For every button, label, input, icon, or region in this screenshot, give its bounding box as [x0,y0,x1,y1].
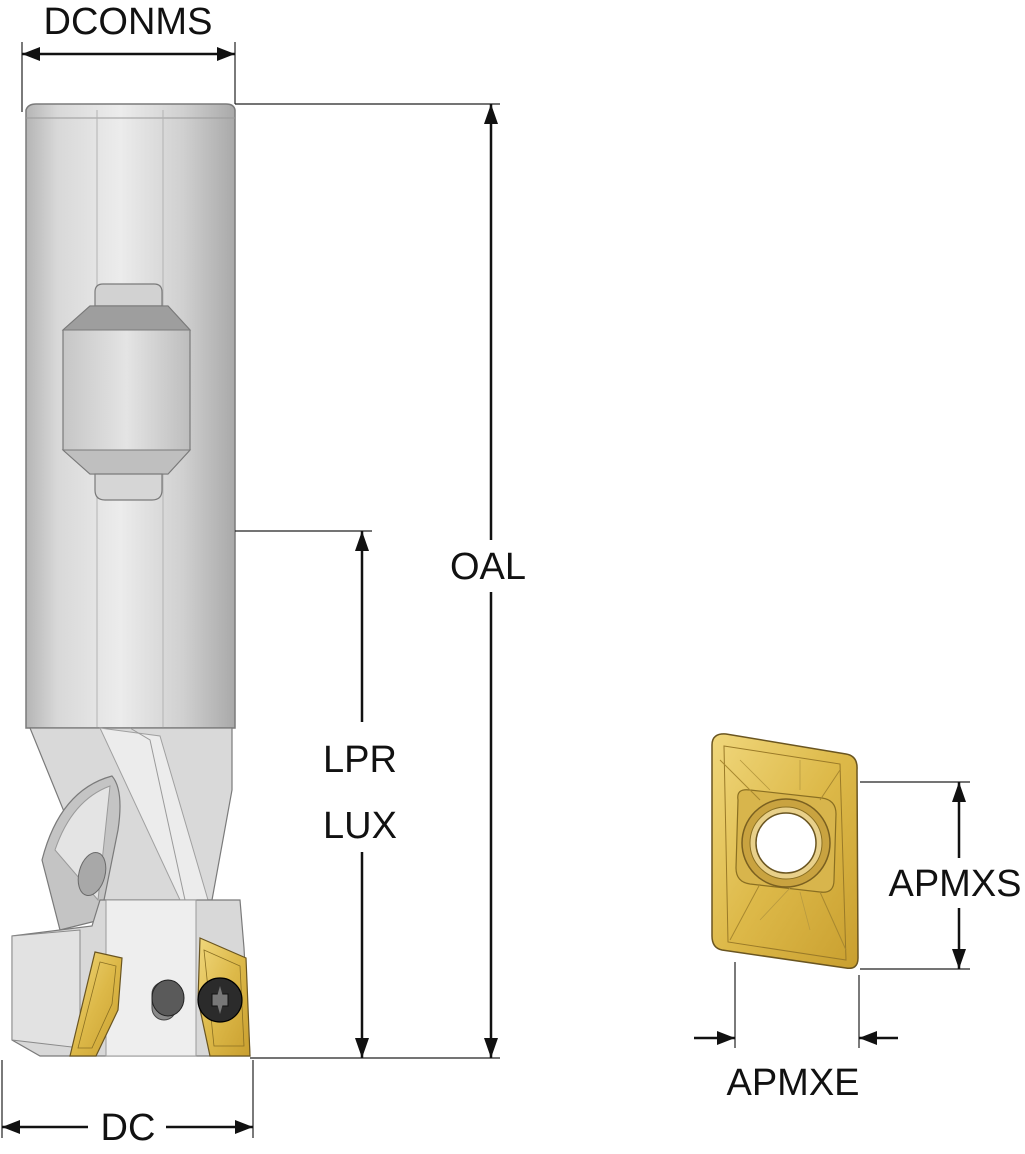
dim-apmxe [694,962,898,1048]
insert-hole [755,812,817,874]
dim-oal [235,103,500,1059]
label-dconms: DCONMS [44,1,213,43]
dim-dconms [21,42,236,112]
label-apmxe: APMXE [726,1062,859,1104]
cutter-insert-right [197,937,251,1057]
label-apmxs: APMXS [888,863,1021,905]
label-dc: DC [101,1107,156,1149]
dim-apmxs [860,781,970,970]
indexable-insert [711,733,859,970]
label-oal: OAL [450,546,526,588]
dim-lpr-lux [235,530,372,1058]
milling-cutter-body [11,103,251,1057]
pocket-screw [151,979,185,1021]
shank-clamping-flat [61,283,192,501]
label-lux: LUX [323,805,397,847]
label-lpr: LPR [323,739,397,781]
cutter-insert-left [69,951,123,1057]
dim-dc [1,1060,254,1138]
